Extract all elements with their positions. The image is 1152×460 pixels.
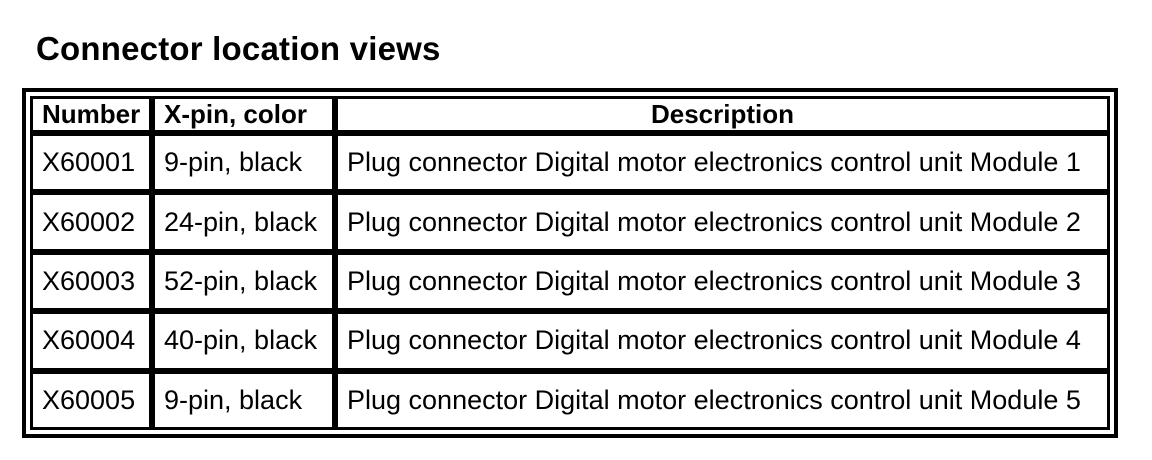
cell-pin-color: 24-pin, black — [152, 192, 335, 252]
connector-table-frame: Number X-pin, color Description X60001 9… — [22, 88, 1118, 438]
cell-description: Plug connector Digital motor electronics… — [335, 311, 1110, 371]
column-header-description: Description — [335, 96, 1110, 133]
page-title: Connector location views — [36, 30, 441, 68]
table-row: X60004 40-pin, black Plug connector Digi… — [30, 311, 1110, 371]
table-row: X60005 9-pin, black Plug connector Digit… — [30, 370, 1110, 430]
cell-pin-color: 9-pin, black — [152, 370, 335, 430]
cell-number: X60001 — [30, 133, 152, 193]
cell-pin-color: 52-pin, black — [152, 251, 335, 312]
cell-number: X60003 — [30, 251, 152, 312]
column-header-number: Number — [30, 96, 152, 133]
column-header-pin-color: X-pin, color — [152, 96, 335, 133]
cell-pin-color: 40-pin, black — [152, 311, 335, 371]
cell-description: Plug connector Digital motor electronics… — [335, 251, 1110, 312]
table-row: X60001 9-pin, black Plug connector Digit… — [30, 133, 1110, 193]
cell-pin-color: 9-pin, black — [152, 133, 335, 193]
cell-description: Plug connector Digital motor electronics… — [335, 192, 1110, 252]
cell-number: X60002 — [30, 192, 152, 252]
connector-table: Number X-pin, color Description X60001 9… — [30, 96, 1110, 430]
cell-description: Plug connector Digital motor electronics… — [335, 133, 1110, 193]
cell-description: Plug connector Digital motor electronics… — [335, 370, 1110, 430]
cell-number: X60004 — [30, 311, 152, 371]
table-row: X60003 52-pin, black Plug connector Digi… — [30, 251, 1110, 312]
table-row: X60002 24-pin, black Plug connector Digi… — [30, 192, 1110, 252]
table-header-row: Number X-pin, color Description — [30, 96, 1110, 133]
cell-number: X60005 — [30, 370, 152, 430]
